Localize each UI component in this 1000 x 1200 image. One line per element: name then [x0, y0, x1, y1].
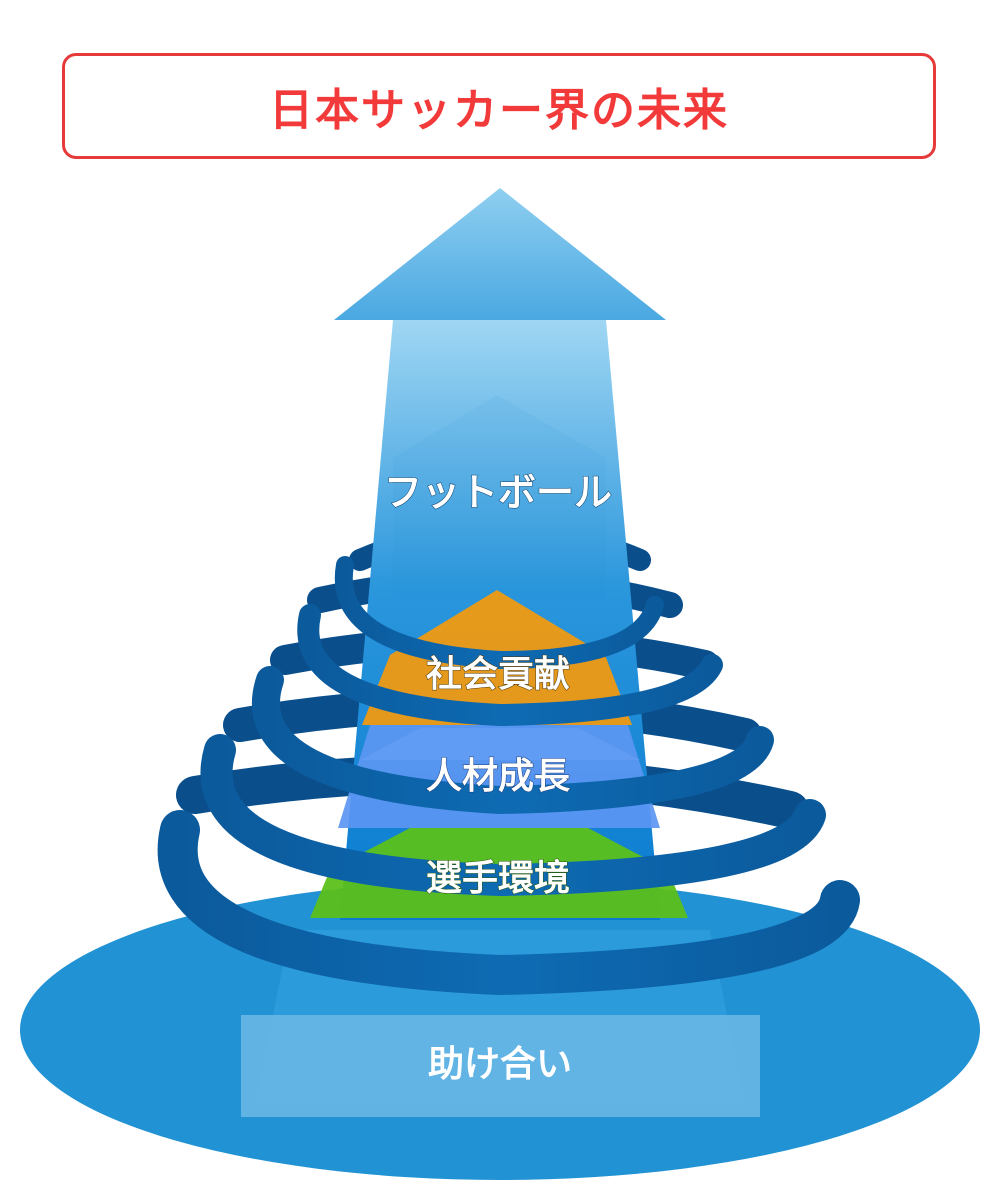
label-football: フットボール [384, 471, 612, 515]
label-mutual-support: 助け合い [428, 1044, 572, 1085]
label-talent-growth: 人材成長 [426, 756, 571, 797]
label-social-contribution: 社会貢献 [426, 654, 570, 695]
label-player-environment: 選手環境 [426, 858, 570, 899]
page-title: 日本サッカー界の未来 [269, 85, 729, 136]
spiral-front [157, 556, 860, 996]
base-box [241, 1015, 760, 1117]
level-talent-peak [360, 728, 640, 760]
title-box: 日本サッカー界の未来 [62, 53, 936, 159]
arrow-inner-chevron [393, 395, 606, 600]
arrow-head [334, 188, 666, 320]
